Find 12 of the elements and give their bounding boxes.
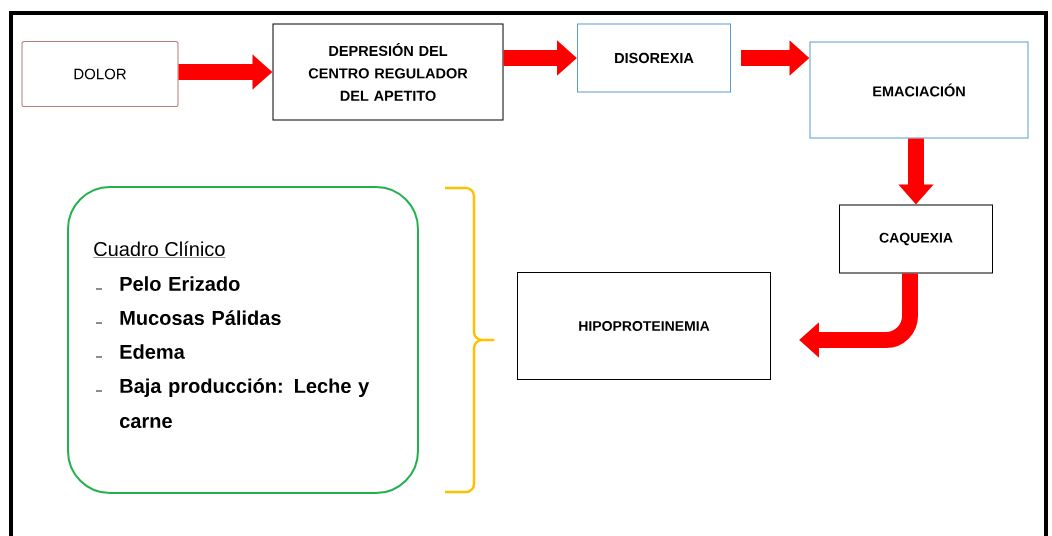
list-item: Pelo Erizado: [120, 276, 240, 291]
list-item: Mucosas Pálidas: [120, 310, 281, 326]
process-box: HIPOPROTEINEMIA: [517, 272, 771, 380]
list-heading: Cuadro Clínico: [93, 241, 226, 258]
list-item: Baja producción: Leche y carne: [120, 378, 370, 429]
process-box: DEPRESIÓN DEL CENTRO REGULADOR DEL APETITO: [272, 23, 504, 121]
process-box: DISOREXIA: [577, 23, 731, 93]
rounded-box: [67, 186, 419, 494]
process-box: DOLOR: [21, 41, 179, 107]
process-box: EMACIACIÓN: [809, 41, 1029, 139]
list-item: Edema: [120, 344, 185, 359]
process-box: CAQUEXIA: [839, 204, 993, 274]
